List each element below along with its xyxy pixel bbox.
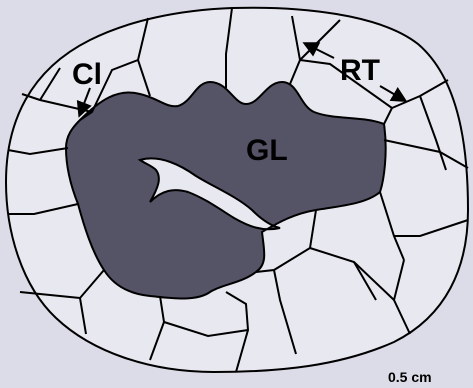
label-gl: GL: [246, 134, 288, 167]
label-cl: Cl: [72, 58, 102, 91]
scale-label: 0.5 cm: [388, 369, 432, 385]
label-rt: RT: [340, 54, 380, 87]
